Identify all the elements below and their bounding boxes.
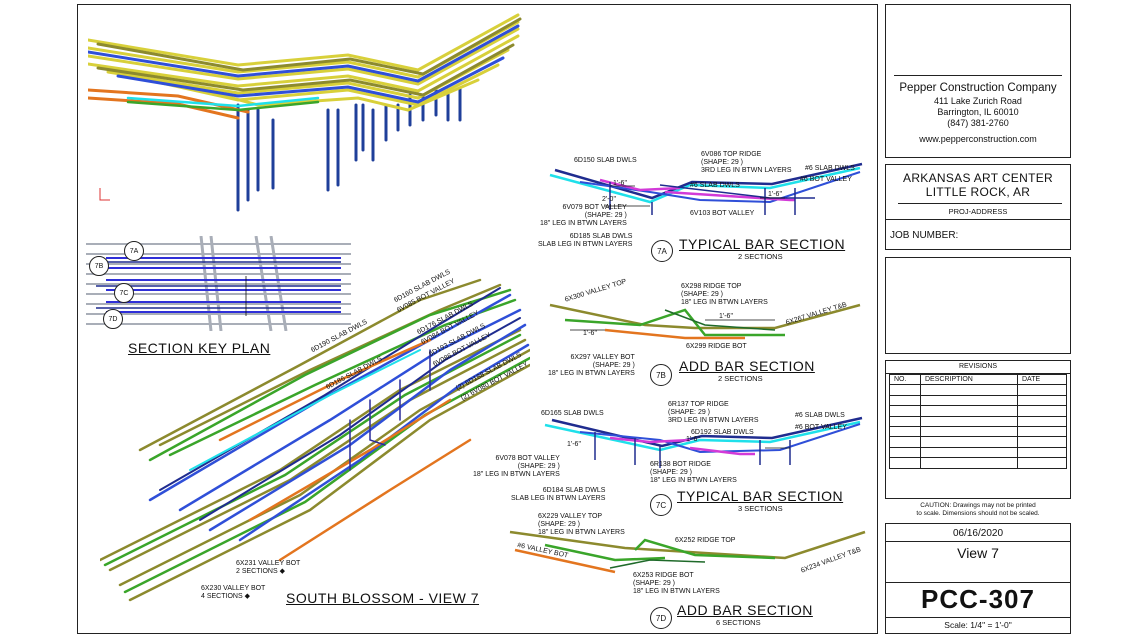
7a-dim-1: 1'-6" [613,180,627,187]
caution-note: CAUTION: Drawings may not be printed to … [916,502,1040,517]
project-block: ARKANSAS ART CENTER LITTLE ROCK, AR PROJ… [885,164,1071,250]
revisions-block: REVISIONS NO. DESCRIPTION DATE [885,360,1071,499]
south-blossom-title: SOUTH BLOSSOM - VIEW 7 [286,590,480,606]
project-city: LITTLE ROCK, AR [925,185,1031,199]
key-tag-7c: 7C [114,283,134,303]
7b-note-6x298: 6X298 RIDGE TOP (SHAPE: 29 ) 18" LEG IN … [681,283,768,306]
blank-block [885,257,1071,354]
section-7a-title: TYPICAL BAR SECTION [679,236,846,252]
section-tag-7c: 7C [650,494,672,516]
key-tag-7b-label: 7B [94,262,104,270]
7c-note-6d165: 6D165 SLAB DWLS [541,410,604,417]
7a-note-6-slab-1: #6 SLAB DWLS [690,182,740,189]
7c-dim-2: 1'-6" [686,436,700,443]
revisions-title: REVISIONS [886,361,1070,374]
7a-dim-2: 2'-0" [602,196,616,203]
sheet-date: 06/16/2020 [952,528,1004,539]
rev-header-date: DATE [1017,373,1067,386]
7c-note-6r138: 6R138 BOT RIDGE (SHAPE: 29 ) 18" LEG IN … [650,461,737,484]
section-7c-title: TYPICAL BAR SECTION [677,488,844,504]
section-7b-sections: 2 SECTIONS [718,374,763,383]
section-tag-7b-label: 7B [656,370,666,380]
project-address: PROJ-ADDRESS [948,207,1008,216]
7a-dim-3: 1'-6" [768,191,782,198]
7c-note-6d192: 6D192 SLAB DWLS [691,429,754,436]
company-web: www.pepperconstruction.com [919,134,1037,144]
sheet-scale: Scale: 1/4" = 1'-0" [944,620,1012,630]
7b-note-6x297: 6X297 VALLEY BOT (SHAPE: 29 ) 18" LEG IN… [548,354,635,377]
note-6x230: 6X230 VALLEY BOT 4 SECTIONS ◆ [201,585,266,600]
revision-row [889,394,1067,407]
company-block: Pepper Construction Company 411 Lake Zur… [885,4,1071,158]
sheet-view: View 7 [957,545,999,561]
project-name: ARKANSAS ART CENTER [903,171,1053,185]
section-7a-sections: 2 SECTIONS [738,252,783,261]
company-name: Pepper Construction Company [899,82,1057,94]
revision-row [889,457,1067,469]
section-tag-7a-label: 7A [657,246,667,256]
revision-row [889,436,1067,448]
isometric-rebar-view [88,13,522,212]
revision-row [889,425,1067,438]
south-blossom-view [100,278,530,602]
section-7c-drawing [544,416,863,468]
7c-note-6d184: 6D184 SLAB DWLS SLAB LEG IN BTWN LAYERS [511,487,606,502]
7b-dim-1: 1'-6" [583,330,597,337]
note-6x231: 6X231 VALLEY BOT 2 SECTIONS ◆ [236,560,301,575]
key-tag-7a-label: 7A [129,247,139,255]
key-tag-7d-label: 7D [108,315,118,323]
sheet-block: 06/16/2020 View 7 PCC-307 Scale: 1/4" = … [885,523,1071,634]
7d-note-6x253: 6X253 RIDGE BOT (SHAPE: 29 ) 18" LEG IN … [633,572,720,595]
key-tag-7a: 7A [124,241,144,261]
key-tag-7d: 7D [103,309,123,329]
7d-note-6x229: 6X229 VALLEY TOP (SHAPE: 29 ) 18" LEG IN… [538,513,625,536]
rev-header-no: NO. [889,373,921,386]
7c-note-6r137: 6R137 TOP RIDGE (SHAPE: 29 ) 3RD LEG IN … [668,401,759,424]
key-plan-title: SECTION KEY PLAN [128,340,271,356]
7a-note-6-bot: #6 BOT VALLEY [800,176,852,183]
revision-row [889,384,1067,396]
7b-dim-2: 1'-6" [719,313,733,320]
section-tag-7d: 7D [650,607,672,629]
company-phone: (847) 381-2760 [947,118,1009,128]
company-address2: Barrington, IL 60010 [937,107,1019,117]
revision-row [889,415,1067,427]
section-tag-7d-label: 7D [655,613,667,623]
company-address1: 411 Lake Zurich Road [934,96,1022,106]
section-tag-7b: 7B [650,364,672,386]
7d-note-6x252: 6X252 RIDGE TOP [675,537,736,544]
section-tag-7a: 7A [651,240,673,262]
7b-note-6x299: 6X299 RIDGE BOT [686,343,747,350]
section-7d-sections: 6 SECTIONS [716,618,761,627]
7a-note-6v103: 6V103 BOT VALLEY [690,210,755,217]
drawing-sheet [77,4,878,634]
7a-note-6-slab-2: #6 SLAB DWLS [805,165,855,172]
7c-note-6v078: 6V078 BOT VALLEY (SHAPE: 29 ) 18" LEG IN… [473,455,560,478]
job-number-label: JOB NUMBER: [890,230,959,241]
section-7c-sections: 3 SECTIONS [738,504,783,513]
7a-note-6d150: 6D150 SLAB DWLS [574,157,637,164]
7c-dim-1: 1'-6" [567,441,581,448]
7a-note-6v086: 6V086 TOP RIDGE (SHAPE: 29 ) 3RD LEG IN … [701,151,792,174]
revisions-table: NO. DESCRIPTION DATE [889,373,1067,469]
revision-row [889,446,1067,459]
sheet-number: PCC-307 [921,584,1035,614]
key-tag-7b: 7B [89,256,109,276]
key-tag-7c-label: 7C [119,289,129,297]
7c-note-6-bot: #6 BOT VALLEY [795,424,847,431]
7c-note-6-slab: #6 SLAB DWLS [795,412,845,419]
section-7a-drawing [549,162,863,215]
section-7b-drawing [549,303,861,340]
section-7d-drawing [509,530,866,574]
section-7d-title: ADD BAR SECTION [677,602,813,618]
7a-note-6v079: 6V079 BOT VALLEY (SHAPE: 29 ) 18" LEG IN… [540,204,627,227]
7a-note-6d185: 6D185 SLAB DWLS SLAB LEG IN BTWN LAYERS [538,233,633,248]
section-7b-title: ADD BAR SECTION [679,358,815,374]
rev-header-description: DESCRIPTION [920,373,1018,386]
section-tag-7c-label: 7C [655,500,667,510]
revision-row [889,405,1067,417]
